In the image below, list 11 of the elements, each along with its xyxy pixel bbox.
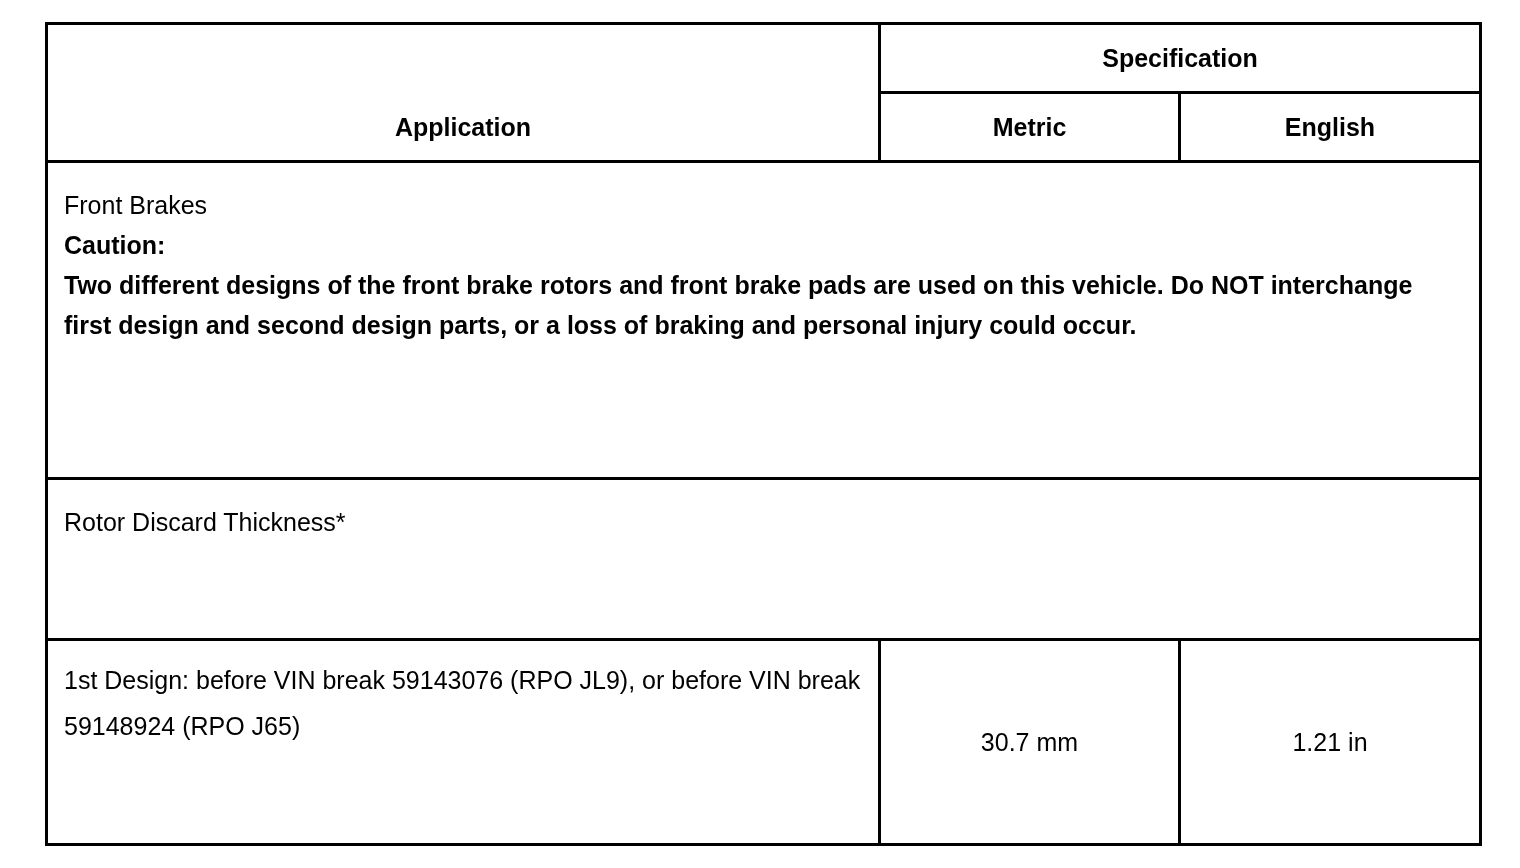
section-heading: Front Brakes [64, 190, 209, 221]
column-header: Application [394, 113, 532, 141]
value-text: 1.21 in [1292, 727, 1368, 756]
row-label: Rotor Discard Thickness* [64, 507, 347, 538]
column-header: English [1284, 112, 1376, 141]
value-text: 30.7 mm [980, 727, 1079, 756]
column-header: Specification [1102, 43, 1258, 72]
column-header: Metric [992, 112, 1067, 141]
caution-heading: Caution: [64, 230, 167, 261]
row-label: 1st Design: before VIN break 59143076 (RPO JL9), or before VIN break 59148924 (RPO J65) [64, 665, 862, 742]
caution-text: Two different designs of the front brake rotors and front brake pads are used on this vehicle. Do NOT interchange first design and second design parts, or a loss of braking and personal injury could occur. [64, 270, 1414, 341]
